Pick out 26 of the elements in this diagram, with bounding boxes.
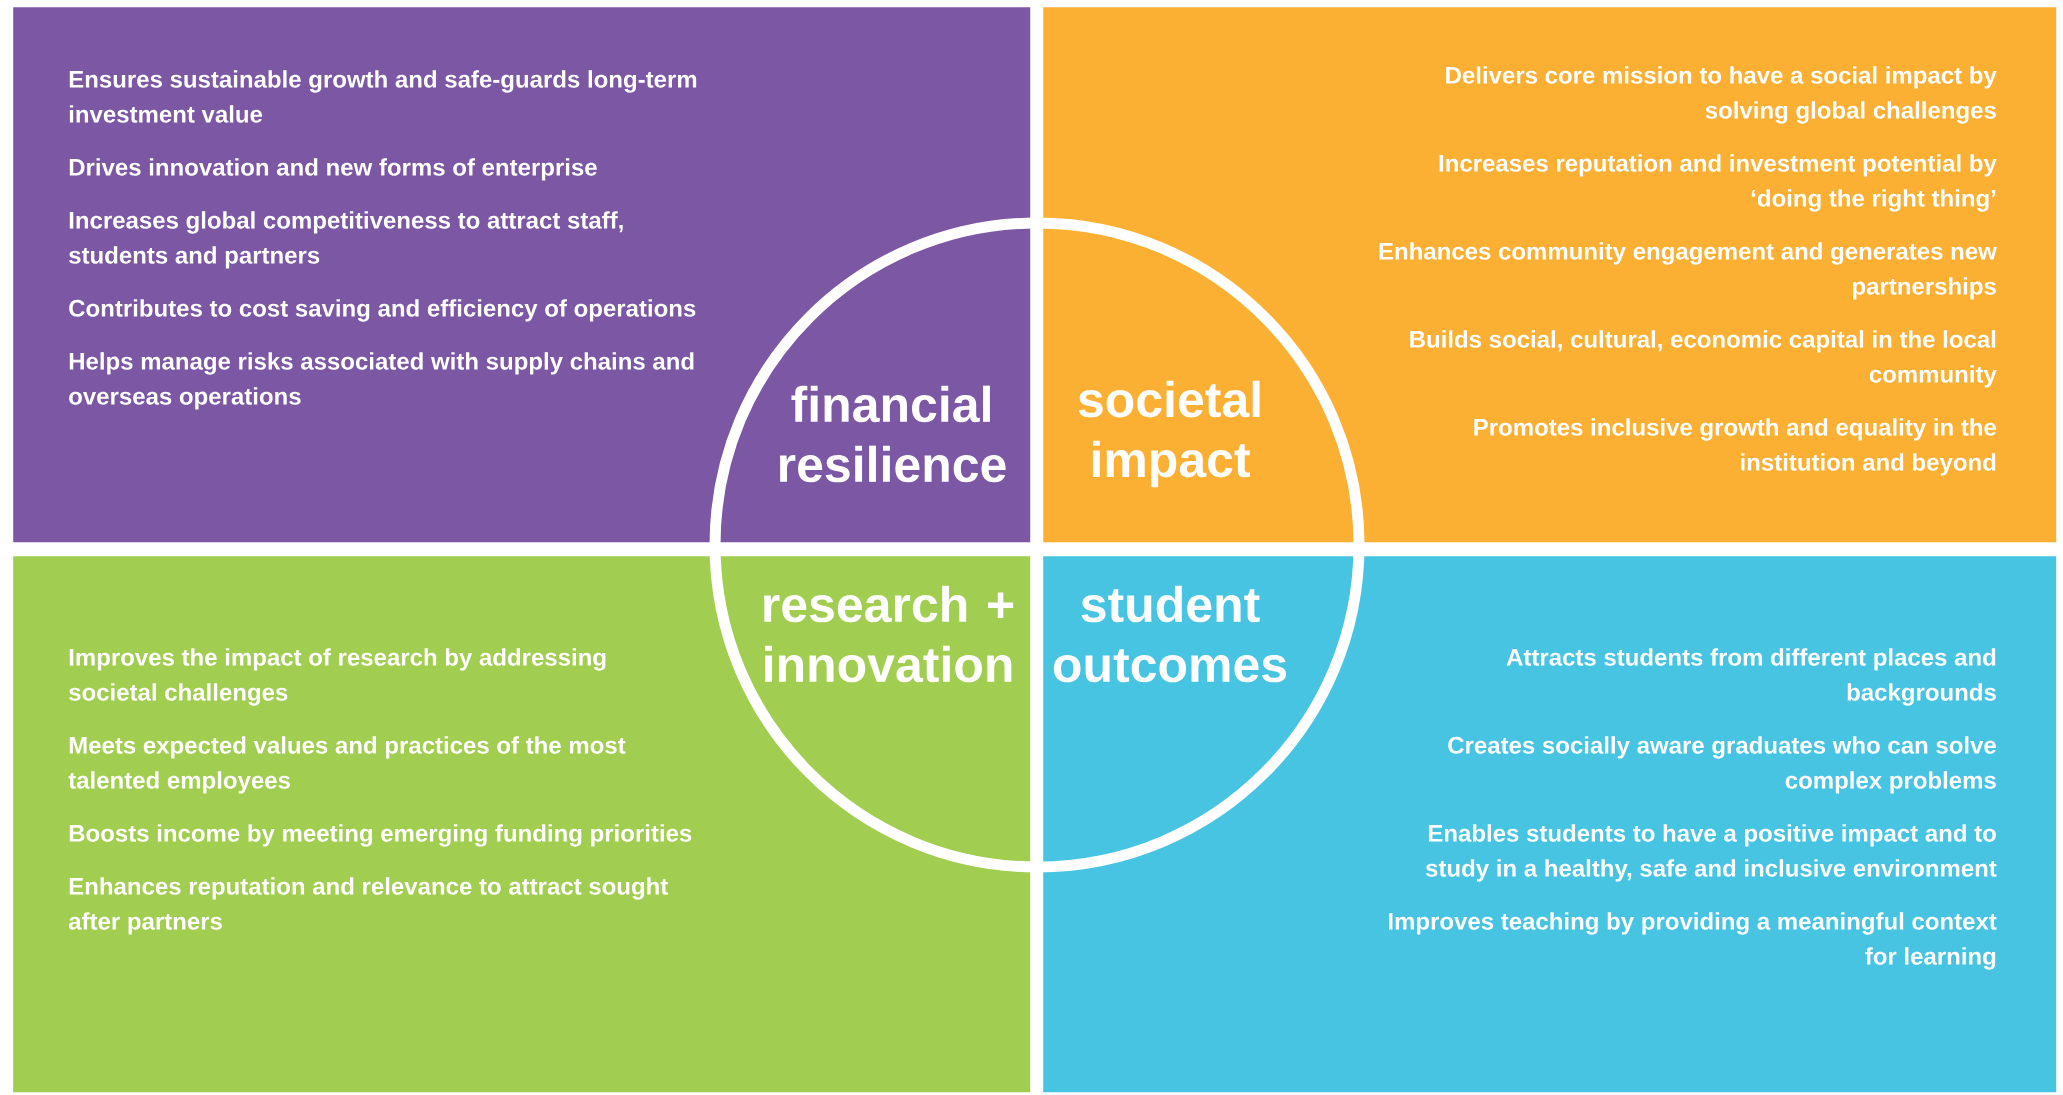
benefit-text: Enhances community engagement and generates new partnerships <box>1379 242 1997 300</box>
benefit-text: Creates socially aware graduates who can solve complex problems <box>1448 736 1996 794</box>
benefit-text: Delivers core mission to have a social impact by solving global challenges <box>1446 66 1997 124</box>
benefit-text: Boosts income by meeting emerging funding priorities <box>69 824 692 847</box>
quadrant-panel <box>1043 7 2057 543</box>
benefit-text: Enables students to have a positive impact and to study in a healthy, safe and inclusive environment <box>1425 824 1997 882</box>
benefit-text: Increases global competitiveness to attract staff, students and partners <box>69 211 623 269</box>
quadrant-panel <box>1043 556 2057 1093</box>
benefit-text: Improves the impact of research by addressing societal challenges <box>69 648 606 706</box>
benefit-text: Enhances reputation and relevance to attract sought after partners <box>68 877 668 935</box>
quadrant-heading: research + innovation <box>764 585 1014 683</box>
quadrant-heading: financial resilience <box>779 385 1006 483</box>
benefit-text: Ensures sustainable growth and safe-guards long-term investment value <box>69 70 697 123</box>
quadrant-panel <box>13 7 1031 543</box>
benefit-text: Contributes to cost saving and efficiency of operations <box>69 299 696 322</box>
quadrant-panel <box>13 556 1031 1093</box>
benefit-text: Helps manage risks associated with supply chains and overseas operations <box>69 352 694 410</box>
benefit-text: Promotes inclusive growth and equality in the institution and beyond <box>1474 418 1997 476</box>
benefit-text: Attracts students from different places and backgrounds <box>1506 648 1996 706</box>
quadrant-heading: student outcomes <box>1053 585 1287 683</box>
benefit-text: Builds social, cultural, economic capital in the local community <box>1410 330 1997 388</box>
benefit-text: Meets expected values and practices of the most talented employees <box>68 736 626 794</box>
benefit-text: Improves teaching by providing a meaningful context for learning <box>1389 912 1997 970</box>
benefit-text: Increases reputation and investment potential by ‘doing the right thing’ <box>1439 154 1997 212</box>
quadrant-heading: societal impact <box>1078 380 1260 488</box>
benefit-text: Drives innovation and new forms of enterprise <box>69 158 597 181</box>
